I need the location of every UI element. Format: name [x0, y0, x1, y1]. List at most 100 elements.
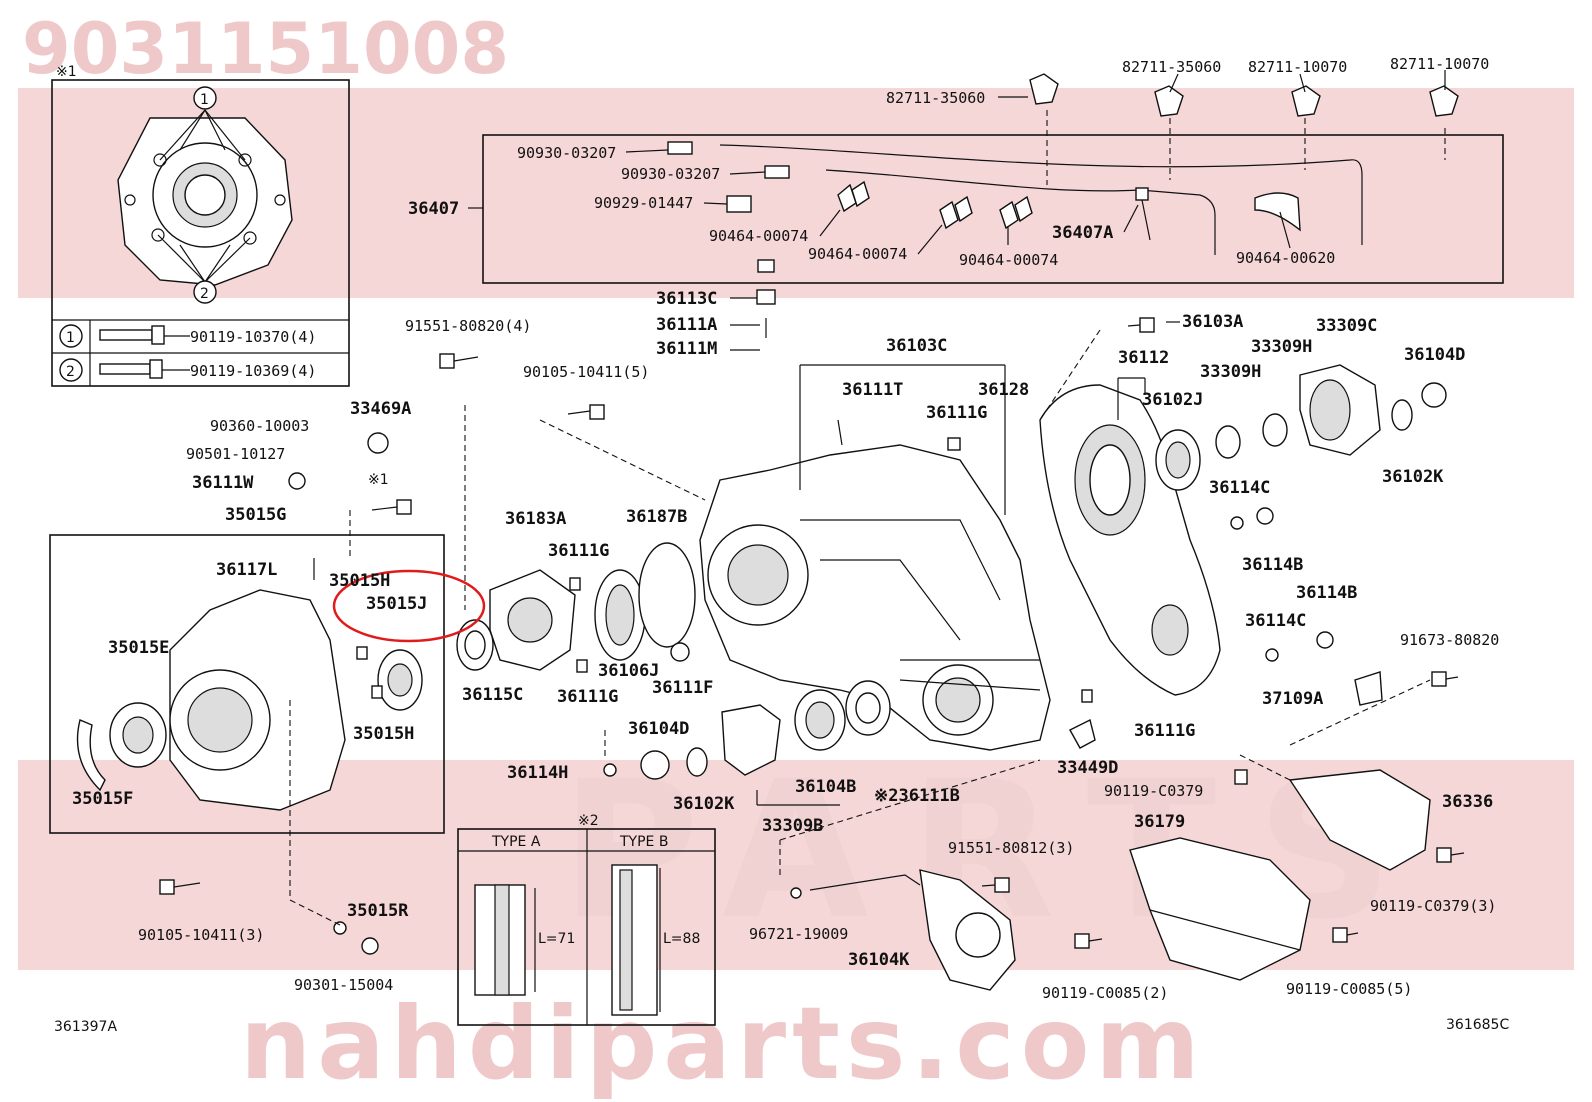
label-90930-03207-b: 90930-03207	[621, 165, 720, 183]
leader-lines	[289, 297, 1431, 926]
label-36187B: 36187B	[626, 507, 687, 527]
label-90464-00074-c: 90464-00074	[959, 251, 1058, 269]
label-36111G-right: 36111G	[1134, 721, 1195, 741]
part-labels: 82711-35060 82711-35060 82711-10070 8271…	[54, 55, 1509, 1035]
seals-and-bearings	[76, 364, 1447, 955]
inset-circle-1: 1	[200, 92, 209, 108]
label-33309C: 33309C	[1316, 316, 1377, 336]
label-90119-C0085-2: 90119-C0085(2)	[1042, 984, 1168, 1002]
bolts	[159, 259, 1465, 949]
label-33449D: 33449D	[1057, 758, 1118, 778]
label-37109A: 37109A	[1262, 689, 1323, 709]
label-36115C: 36115C	[462, 685, 523, 705]
label-36114B-a: 36114B	[1242, 555, 1303, 575]
label-36103A: 36103A	[1182, 312, 1243, 332]
label-36183A: 36183A	[505, 509, 566, 529]
bolt-row-2-part: 90119-10369(4)	[190, 362, 316, 380]
watermark-site: nahdiparts.com	[240, 985, 1206, 1102]
label-35015G: 35015G	[225, 505, 286, 525]
label-90501-10127: 90501-10127	[186, 445, 285, 463]
label-36128: 36128	[978, 380, 1029, 400]
type-table-mark: ※2	[578, 813, 599, 829]
inset-circle-2: 2	[200, 286, 209, 302]
label-33469A: 33469A	[350, 399, 411, 419]
type-table: ※2 TYPE A TYPE B L=71 L=88	[457, 813, 716, 1026]
label-90360-10003: 90360-10003	[210, 417, 309, 435]
label-36104K: 36104K	[848, 950, 910, 970]
label-36102J: 36102J	[1142, 390, 1203, 410]
label-mark-1: ※1	[368, 472, 389, 488]
skid-plate	[809, 769, 1431, 991]
label-82711-35060-b: 82711-35060	[1122, 58, 1221, 76]
label-36104D-left: 36104D	[628, 719, 689, 739]
label-36102K-right: 36102K	[1382, 467, 1444, 487]
label-36114B-b: 36114B	[1296, 583, 1357, 603]
inset-mark: ※1	[56, 64, 77, 80]
label-82711-10070-b: 82711-10070	[1390, 55, 1489, 73]
label-36336: 36336	[1442, 792, 1493, 812]
label-33309B: 33309B	[762, 816, 823, 836]
type-b-length: L=88	[663, 931, 700, 947]
label-82711-10070-a: 82711-10070	[1248, 58, 1347, 76]
label-36114C-b: 36114C	[1245, 611, 1306, 631]
label-90301-15004: 90301-15004	[294, 976, 393, 994]
label-91551-80812: 91551-80812(3)	[948, 839, 1074, 857]
label-91551-80820: 91551-80820(4)	[405, 317, 531, 335]
bolt-row-2-num: 2	[66, 364, 75, 380]
label-35015F: 35015F	[72, 789, 133, 809]
label-36111M: 36111M	[656, 339, 717, 359]
label-90119-C0085-5: 90119-C0085(5)	[1286, 980, 1412, 998]
type-b-header: TYPE B	[619, 834, 668, 850]
hose-clip-icon	[837, 73, 1459, 230]
label-36111G-mid: 36111G	[548, 541, 609, 561]
label-35015E: 35015E	[108, 638, 169, 658]
label-90119-C0379: 90119-C0379	[1104, 782, 1203, 800]
label-35015H-b: 35015H	[353, 724, 414, 744]
label-90464-00074-b: 90464-00074	[808, 245, 907, 263]
label-36102K-left: 36102K	[673, 794, 735, 814]
label-90464-00620: 90464-00620	[1236, 249, 1335, 267]
corner-code-right: 361685C	[1446, 1017, 1509, 1033]
label-36103C: 36103C	[886, 336, 947, 356]
label-36113C: 36113C	[656, 289, 717, 309]
label-35015R: 35015R	[347, 901, 409, 921]
label-90464-00074-a: 90464-00074	[709, 227, 808, 245]
label-36104D-right: 36104D	[1404, 345, 1465, 365]
inset-panel: ※1 1 2 1 2 90119-10370(4) 9011	[51, 64, 350, 387]
watermark-part-number: 9031151008	[22, 8, 510, 90]
main-transfer-case	[699, 444, 1051, 751]
label-36114C-a: 36114C	[1209, 478, 1270, 498]
label-36407: 36407	[408, 199, 459, 219]
corner-code-left: 361397A	[54, 1019, 117, 1035]
front-cover-box	[49, 534, 445, 834]
transfer-housing-icon	[117, 109, 293, 286]
label-90105-10411-5: 90105-10411(5)	[523, 363, 649, 381]
label-90105-10411-3: 90105-10411(3)	[138, 926, 264, 944]
type-a-length: L=71	[538, 931, 575, 947]
label-36106J: 36106J	[598, 661, 659, 681]
label-36111F: 36111F	[652, 678, 713, 698]
label-33309H-a: 33309H	[1251, 337, 1312, 357]
hose-assembly	[468, 70, 1504, 284]
rear-cover	[1039, 384, 1221, 696]
label-36111W: 36111W	[192, 473, 254, 493]
label-36114H: 36114H	[507, 763, 568, 783]
label-36111G-low: 36111G	[557, 687, 618, 707]
label-35015H-a: 35015H	[329, 571, 390, 591]
type-a-header: TYPE A	[491, 834, 541, 850]
front-cover	[169, 589, 346, 811]
label-36179: 36179	[1134, 812, 1185, 832]
label-82711-35060-a: 82711-35060	[886, 89, 985, 107]
label-90929-01447: 90929-01447	[594, 194, 693, 212]
label-36111B: ※236111B	[874, 786, 960, 806]
bolt-row-1-num: 1	[66, 330, 75, 346]
label-35015J: 35015J	[366, 594, 427, 614]
label-36112: 36112	[1118, 348, 1169, 368]
label-96721-19009: 96721-19009	[749, 925, 848, 943]
label-90930-03207-a: 90930-03207	[517, 144, 616, 162]
highlight-ellipse	[332, 569, 486, 643]
label-36104B: 36104B	[795, 777, 856, 797]
label-36111T: 36111T	[842, 380, 903, 400]
label-36111A: 36111A	[656, 315, 717, 335]
